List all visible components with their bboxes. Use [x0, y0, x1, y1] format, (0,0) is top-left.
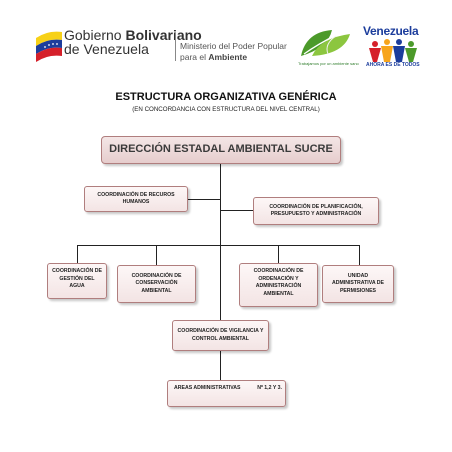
org-box-conservacion-ambiental: COORDINACIÓN DE CONSERVACIÓN AMBIENTAL — [117, 265, 196, 303]
page-header: Gobierno Bolivariano de Venezuela Minist… — [0, 0, 452, 86]
venezuela-tagline: AHORA ES DE TODOS — [366, 62, 420, 68]
venezuela-ahora-logo-icon — [369, 39, 417, 62]
org-root-direccion-estadal: DIRECCIÓN ESTADAL AMBIENTAL SUCRE — [101, 136, 341, 164]
gov-line1-b: Bolivariano — [125, 27, 202, 43]
connector-staff-right — [220, 210, 253, 211]
ministry-line2-b: Ambiente — [208, 52, 248, 62]
government-wordmark: Gobierno Bolivariano de Venezuela — [64, 28, 202, 56]
gov-line1-a: Gobierno — [64, 27, 126, 43]
ministry-line1: Ministerio del Poder Popular — [180, 41, 287, 51]
page-title: ESTRUCTURA ORGANIZATIVA GENÉRICA — [115, 91, 337, 103]
areas-label-a: AREAS ADMINISTRATIVAS — [174, 384, 241, 391]
connector-staff-left — [188, 199, 220, 200]
areas-label-b: Nº 1,2 Y 3. — [257, 384, 282, 391]
connector-unit-ordenacion — [278, 245, 279, 263]
org-box-planificacion: COORDINACIÓN DE PLANIFICACIÓN, PRESUPUES… — [253, 197, 379, 225]
org-box-areas-administrativas: AREAS ADMINISTRATIVAS Nº 1,2 Y 3. — [167, 380, 286, 407]
org-box-ordenacion-administracion: COORDINACIÓN DE ORDENACIÓN Y ADMINISTRAC… — [239, 263, 318, 307]
org-box-gestion-agua: COORDINACIÓN DE GESTIÓN DEL AGUA — [47, 263, 107, 299]
org-box-vigilancia-control: COORDINACIÓN DE VIGILANCIA Y CONTROL AMB… — [172, 320, 269, 351]
ministry-line2-a: para el — [180, 52, 209, 62]
org-box-permisiones: UNIDAD ADMINISTRATIVA DE PERMISIONES — [322, 265, 394, 303]
ministry-name: Ministerio del Poder Popular para el Amb… — [180, 41, 287, 63]
eco-leaf-logo-icon — [301, 30, 350, 56]
page-subtitle: (EN CONCORDANCIA CON ESTRUCTURA DEL NIVE… — [132, 106, 320, 113]
org-box-recursos-humanos: COORDINACIÓN DE RECUROS HUMANOS — [84, 186, 188, 212]
eco-tagline: Trabajamos por un ambiente sano — [298, 61, 359, 66]
gov-line2: de Venezuela — [64, 41, 149, 57]
venezuela-flag-logo-icon — [36, 31, 62, 62]
connector-unit-conservacion — [156, 245, 157, 265]
connector-unit-agua — [77, 245, 78, 263]
connector-unit-permisiones — [359, 245, 360, 265]
venezuela-wordmark: Venezuela — [363, 24, 419, 38]
connector-main-trunk — [220, 164, 221, 380]
connector-units-bus — [77, 245, 360, 246]
header-divider — [175, 33, 176, 61]
